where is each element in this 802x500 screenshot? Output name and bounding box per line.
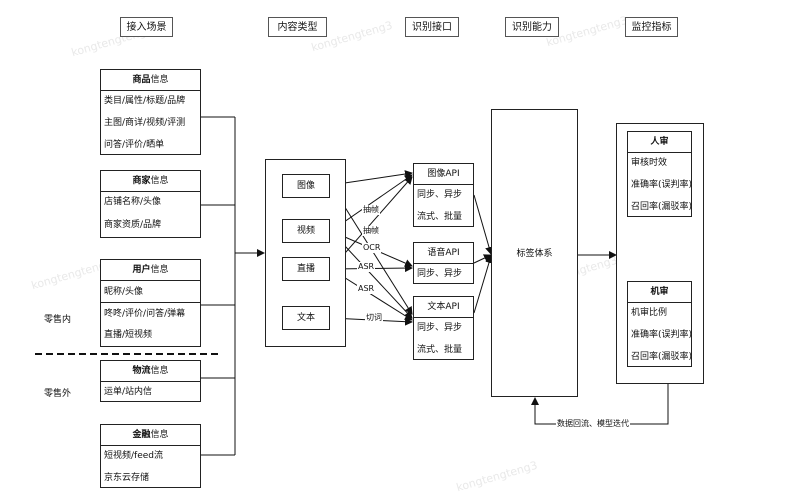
- source-merchant-title: 商家信息: [101, 171, 200, 192]
- monitor-machine-row: 机审比例: [631, 308, 668, 318]
- content-image-box: 图像: [282, 174, 330, 198]
- source-finance-row: 短视频/feed流: [104, 451, 163, 461]
- source-finance-title: 金融信息: [101, 425, 200, 446]
- source-finance-box: 金融信息 短视频/feed流 京东云存储: [100, 424, 201, 488]
- source-merchant-box: 商家信息 店铺名称/头像 商家资质/品牌: [100, 170, 201, 238]
- api-text-title: 文本API: [414, 297, 473, 318]
- source-user-row: 昵称/头像: [101, 282, 200, 303]
- content-video-box: 视频: [282, 219, 330, 243]
- source-product-box: 商品信息 类目/属性/标题/品牌 主图/商详/视频/评测 问答/评价/晒单: [100, 69, 201, 155]
- source-product-row: 主图/商详/视频/评测: [104, 118, 186, 128]
- source-product-row: 问答/评价/晒单: [104, 140, 165, 150]
- api-image-row: 同步、异步: [417, 190, 463, 200]
- monitor-machine-row: 召回率(漏驳率): [631, 352, 691, 362]
- header-recognition-api: 识别接口: [405, 17, 459, 37]
- source-logistics-row: 运单/站内信: [104, 387, 153, 397]
- api-voice-box: 语音API 同步、异步: [413, 242, 474, 284]
- retail-outside-label: 零售外: [44, 389, 72, 399]
- header-access-scenario: 接入场景: [120, 17, 173, 37]
- monitor-machine-row: 准确率(误判率): [631, 330, 691, 340]
- content-live-box: 直播: [282, 257, 330, 281]
- capability-label: 标签体系: [516, 249, 553, 259]
- api-image-title: 图像API: [414, 164, 473, 185]
- monitor-human-row: 准确率(误判率): [631, 180, 691, 190]
- api-text-box: 文本API 同步、异步 流式、批量: [413, 296, 474, 360]
- edge-label-ocr: OCR: [362, 243, 382, 253]
- monitor-machine-title: 机审: [628, 282, 691, 303]
- edge-label-frame-extract: 抽帧: [362, 226, 380, 236]
- monitor-human-box: 人审 审核时效 准确率(误判率) 召回率(漏驳率): [627, 131, 692, 217]
- source-merchant-row: 商家资质/品牌: [104, 220, 162, 230]
- source-user-title: 用户信息: [101, 260, 200, 281]
- api-text-row: 同步、异步: [417, 323, 463, 333]
- header-monitor-metrics: 监控指标: [625, 17, 678, 37]
- api-voice-title: 语音API: [414, 243, 473, 264]
- api-image-box: 图像API 同步、异步 流式、批量: [413, 163, 474, 227]
- source-product-row: 类目/属性/标题/品牌: [104, 96, 186, 106]
- edge-label-word-cut: 切词: [365, 313, 383, 323]
- edge-label-asr: ASR: [357, 284, 376, 294]
- source-user-box: 用户信息 昵称/头像 咚咚/评价/问答/弹幕 直播/短视频: [100, 259, 201, 347]
- api-voice-row: 同步、异步: [417, 269, 463, 279]
- api-text-row: 流式、批量: [417, 345, 463, 355]
- feedback-label: 数据回流、模型迭代: [556, 419, 630, 429]
- edge-label-frame-extract: 抽帧: [362, 205, 380, 215]
- monitor-human-row: 召回率(漏驳率): [631, 202, 691, 212]
- monitor-machine-box: 机审 机审比例 准确率(误判率) 召回率(漏驳率): [627, 281, 692, 367]
- source-merchant-row: 店铺名称/头像: [104, 197, 162, 207]
- source-logistics-title: 物流信息: [101, 361, 200, 382]
- retail-inside-label: 零售内: [44, 315, 72, 325]
- capability-box: 标签体系: [491, 109, 578, 397]
- header-content-type: 内容类型: [268, 17, 327, 37]
- header-recognition-capability: 识别能力: [505, 17, 559, 37]
- source-user-row: 咚咚/评价/问答/弹幕: [104, 309, 186, 319]
- monitor-human-row: 审核时效: [631, 158, 668, 168]
- content-text-box: 文本: [282, 306, 330, 330]
- edge-label-asr: ASR: [357, 262, 376, 272]
- source-finance-row: 京东云存储: [104, 473, 150, 483]
- source-user-row: 直播/短视频: [104, 330, 153, 340]
- monitor-human-title: 人审: [628, 132, 691, 153]
- source-product-title: 商品信息: [101, 70, 200, 91]
- api-image-row: 流式、批量: [417, 212, 463, 222]
- source-logistics-box: 物流信息 运单/站内信: [100, 360, 201, 402]
